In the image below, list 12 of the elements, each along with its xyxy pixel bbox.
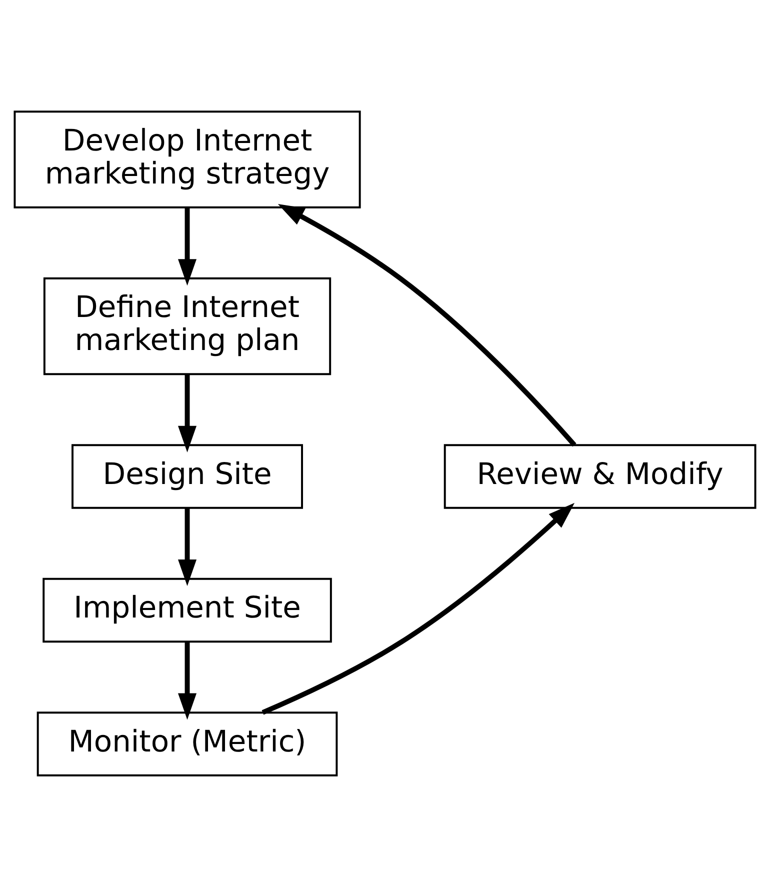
node-box: Monitor (Metric) bbox=[36, 711, 338, 776]
arrow bbox=[178, 642, 197, 720]
arrow bbox=[178, 374, 197, 452]
node-box: Develop Internet marketing strategy bbox=[14, 110, 361, 208]
node-box: Define Internet marketing plan bbox=[43, 276, 332, 375]
node-box: Design Site bbox=[72, 444, 304, 508]
node-box: Review & Modify bbox=[444, 444, 756, 508]
node-box: Implement Site bbox=[42, 577, 332, 642]
arrow bbox=[278, 203, 576, 446]
arrow bbox=[178, 508, 197, 586]
arrow bbox=[178, 207, 197, 286]
arrow bbox=[262, 502, 575, 714]
